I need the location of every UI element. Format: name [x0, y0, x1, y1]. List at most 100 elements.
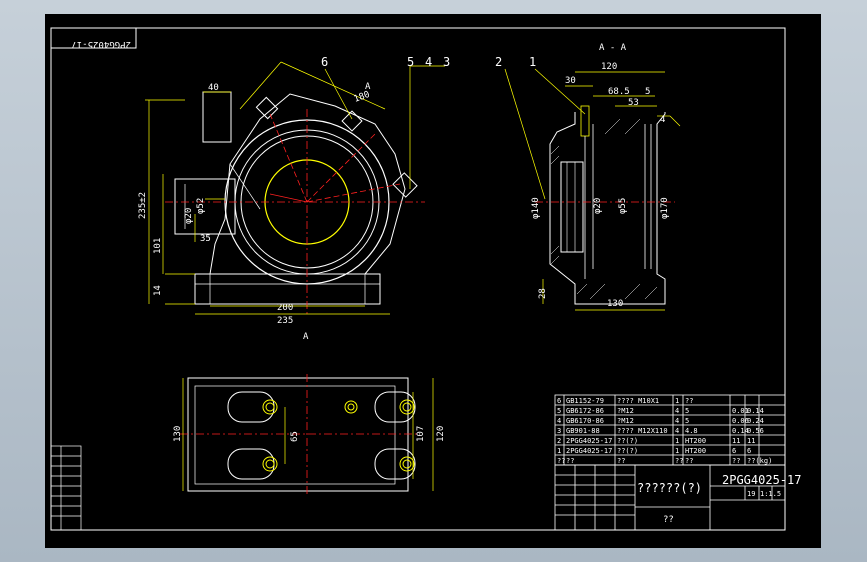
bom-cell-code: 2PGG4025-17 [566, 447, 612, 455]
bom-cell-mat: HT200 [685, 437, 706, 445]
bearing [560, 161, 584, 253]
dim-235: 235 [277, 316, 293, 326]
dim-40: 40 [208, 83, 219, 93]
sec-dim-5: 5 [645, 87, 650, 97]
bom-cell-mat: HT200 [685, 447, 706, 455]
sec-dim-120: 120 [601, 62, 617, 72]
bom-cell-w1: 0.01 [732, 407, 749, 415]
view-mark-a-top: A [365, 82, 371, 92]
balloon-5: 5 [407, 55, 414, 69]
front-dim-lines [145, 61, 445, 315]
title-scale: 1:1.5 [760, 490, 781, 498]
bom-cell-qty: 1 [675, 397, 679, 405]
bom-cell-mat: ?? [685, 397, 693, 405]
title-sheet-no: 19 [747, 490, 755, 498]
title-sheet: ?? [663, 515, 674, 525]
sec-dim-685: 68.5 [608, 87, 630, 97]
title-unknown: ??????(?) [637, 481, 702, 495]
bom-cell-name: ?? [617, 457, 625, 465]
section-hatching [550, 118, 658, 300]
bom-cell-mat: 5 [685, 417, 689, 425]
sec-dim-phi55: φ55 [618, 198, 628, 214]
base-plate [194, 273, 381, 305]
sheet-border [50, 27, 786, 531]
dim-180: 180 [353, 90, 372, 105]
top-outline [187, 377, 409, 492]
bom-cell-w1: 11 [732, 437, 740, 445]
bolt-slots [227, 391, 416, 480]
bom-cell-mat: 4.8 [685, 427, 698, 435]
bom-cell-w1: 0.06 [732, 417, 749, 425]
bom-cell-qty: 4 [675, 407, 679, 415]
bom-cell-w2: 0.24 [747, 417, 764, 425]
bom-cell-w2: ??(kg) [747, 457, 772, 465]
bom-cell-no: 3 [557, 427, 561, 435]
front-view[interactable]: 40 235±2 101 14 35 200 235 180 φ20 φ52 A… [138, 55, 450, 342]
balloon-1: 1 [529, 55, 536, 69]
bom-cell-no: 1 [557, 447, 561, 455]
bom-cell-mat: 5 [685, 407, 689, 415]
bom-cell-code: GB1152-79 [566, 397, 604, 405]
dim-phi20: φ20 [184, 208, 194, 224]
bom-cell-qty: 1 [675, 437, 679, 445]
top-dim-130: 130 [173, 426, 183, 442]
top-dim-65: 65 [290, 431, 300, 442]
bom-cell-qty: 4 [675, 427, 679, 435]
sec-dim-4: 4 [660, 115, 665, 125]
bom-cell-name: ???? M12X110 [617, 427, 668, 435]
sec-dim-28: 28 [538, 288, 548, 299]
top-dim-107: 107 [416, 426, 426, 442]
bom-cell-code: 2PGG4025-17 [566, 437, 612, 445]
dim-2352: 235±2 [138, 192, 148, 219]
bom-cell-w2: 11 [747, 437, 755, 445]
left-stamp-grid [50, 445, 82, 531]
bom-cell-mat: ?? [685, 457, 693, 465]
sec-dim-53: 53 [628, 98, 639, 108]
top-bolts-yellow [262, 399, 415, 472]
bom-cell-w2: 6 [747, 447, 751, 455]
dim-14: 14 [153, 285, 163, 296]
bom-cell-code: GB6170-86 [566, 417, 604, 425]
sec-dim-30: 30 [565, 76, 576, 86]
top-view[interactable]: 130 107 120 65 [173, 374, 446, 494]
section-outline [549, 112, 666, 305]
section-view[interactable]: A - A [495, 43, 681, 311]
bom-cell-name: ??(?) [617, 447, 638, 455]
section-cap [580, 105, 590, 137]
drawing-canvas[interactable]: 2PGG4025-17 [45, 14, 821, 548]
housing-outline [209, 93, 406, 275]
balloon-4: 4 [425, 55, 432, 69]
sec-dim-phi170: φ170 [660, 197, 670, 219]
top-dim-120: 120 [436, 426, 446, 442]
bom-cell-w1: 0.14 [732, 427, 749, 435]
title-block[interactable]: ??????(?) 2PGG4025-17 ?? 1:1.5 19 [554, 464, 801, 531]
bom-cell-qty: ?? [675, 457, 683, 465]
dim-101: 101 [153, 238, 163, 254]
code-tab [50, 27, 137, 49]
bom-cell-w1: ?? [732, 457, 740, 465]
drawing-sheet[interactable]: 2PGG4025-17 [45, 14, 821, 548]
balloon-3: 3 [443, 55, 450, 69]
sec-dim-phi20: φ20 [593, 198, 603, 214]
dim-35: 35 [200, 234, 211, 244]
view-mark-a: A [303, 332, 309, 342]
section-label: A - A [599, 43, 627, 53]
sec-dim-130: 130 [607, 299, 623, 309]
dim-200: 200 [277, 303, 293, 313]
bom-cell-no: 4 [557, 417, 561, 425]
balloon-6: 6 [321, 55, 328, 69]
bom-cell-no: 2 [557, 437, 561, 445]
balloon-2: 2 [495, 55, 502, 69]
bom-cell-name: ??(?) [617, 437, 638, 445]
bom-cell-code: GB6172-86 [566, 407, 604, 415]
bom-cell-name: ???? M10X1 [617, 397, 659, 405]
bom-cell-w2: 0.56 [747, 427, 764, 435]
bom-cell-w1: 6 [732, 447, 736, 455]
top-dim-lines [182, 378, 434, 491]
bom-cell-qty: 4 [675, 417, 679, 425]
bom-cell-no: ?? [557, 457, 565, 465]
bom-cell-no: 5 [557, 407, 561, 415]
title-code: 2PGG4025-17 [722, 473, 801, 487]
